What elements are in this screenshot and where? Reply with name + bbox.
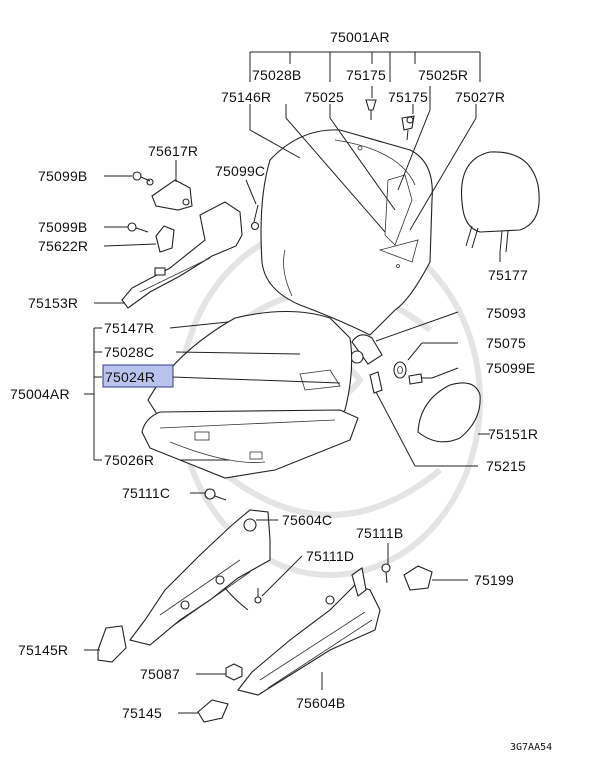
label-75146R[interactable]: 75146R	[221, 89, 271, 105]
seat-back	[260, 129, 433, 336]
screw-75099b-lower	[127, 222, 149, 233]
label-75024R[interactable]: 75024R	[105, 369, 155, 385]
label-75028C[interactable]: 75028C	[104, 344, 154, 360]
label-75145R[interactable]: 75145R	[18, 642, 68, 658]
cable-75111d	[224, 587, 262, 611]
label-75027R[interactable]: 75027R	[455, 89, 505, 105]
recliner-hinge	[350, 334, 383, 365]
headrest	[461, 151, 540, 253]
label-75075[interactable]: 75075	[486, 335, 526, 351]
washer-75075	[393, 361, 407, 379]
label-75025R[interactable]: 75025R	[418, 67, 468, 83]
label-75111D[interactable]: 75111D	[306, 548, 354, 564]
bolt-75111b	[381, 563, 391, 584]
spring-75215	[369, 371, 383, 394]
label-75026R[interactable]: 75026R	[104, 452, 154, 468]
label-75004AR[interactable]: 75004AR	[10, 386, 70, 402]
diagram-code: 3G7AA54	[510, 742, 552, 753]
label-75025[interactable]: 75025	[304, 89, 344, 105]
label-75617R[interactable]: 75617R	[148, 143, 198, 159]
bolt-75099e	[408, 373, 432, 385]
label-75175[interactable]: 75175	[346, 67, 386, 83]
label-75177[interactable]: 75177	[488, 267, 528, 283]
small-cover	[155, 225, 175, 253]
cover-bracket	[146, 178, 193, 211]
cover-75145r	[97, 625, 127, 663]
label-75111B[interactable]: 75111B	[356, 525, 403, 541]
label-75087[interactable]: 75087	[140, 666, 180, 682]
cover-75199	[403, 565, 433, 591]
label-75604C[interactable]: 75604C	[282, 512, 332, 528]
side-shield	[121, 201, 243, 309]
seat-adjuster-75604b	[237, 567, 381, 696]
label-75028B[interactable]: 75028B	[252, 67, 301, 83]
cover-75145	[197, 699, 229, 723]
label-75151R[interactable]: 75151R	[488, 426, 538, 442]
bolt-75111c	[204, 488, 227, 501]
label-75175[interactable]: 75175	[388, 89, 428, 105]
label-75099B[interactable]: 75099B	[38, 168, 87, 184]
nut-75087	[225, 663, 243, 681]
label-75147R[interactable]: 75147R	[104, 320, 154, 336]
clips-top	[365, 99, 415, 141]
label-75111C[interactable]: 75111C	[122, 485, 170, 501]
label-75093[interactable]: 75093	[486, 305, 526, 321]
label-75153R[interactable]: 75153R	[28, 295, 78, 311]
label-75622R[interactable]: 75622R	[38, 238, 88, 254]
leader-lines	[84, 51, 501, 714]
label-75145[interactable]: 75145	[122, 705, 162, 721]
part-labels: 75001AR 75028B 75175 75025R 75146R 75025…	[10, 29, 552, 753]
label-75001AR[interactable]: 75001AR	[330, 29, 390, 45]
label-75099C[interactable]: 75099C	[215, 163, 265, 179]
highlight-box	[102, 364, 174, 388]
seat-frame	[141, 409, 359, 479]
label-75215[interactable]: 75215	[486, 458, 526, 474]
screw-75099c	[250, 204, 260, 231]
recliner-knob	[417, 382, 481, 443]
label-75099E[interactable]: 75099E	[486, 360, 535, 376]
label-75604B[interactable]: 75604B	[296, 695, 345, 711]
label-75099B[interactable]: 75099B	[38, 219, 87, 235]
label-75199[interactable]: 75199	[474, 572, 514, 588]
screw-75099b-upper	[132, 171, 151, 182]
seat-adjuster-75604c	[129, 509, 271, 646]
